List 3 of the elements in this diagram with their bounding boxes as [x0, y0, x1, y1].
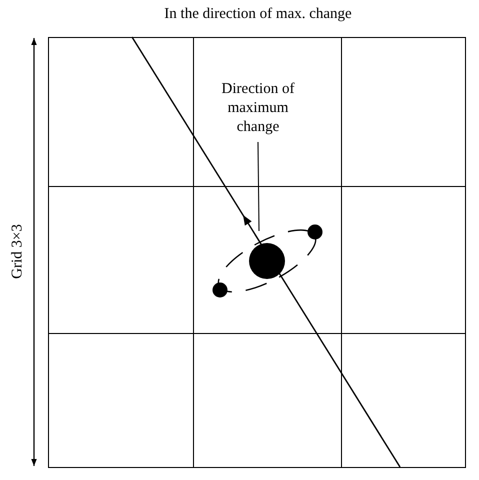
leader-line [258, 142, 260, 232]
diagram-title: In the direction of max. change [163, 5, 353, 24]
direction-arrow [131, 36, 401, 468]
